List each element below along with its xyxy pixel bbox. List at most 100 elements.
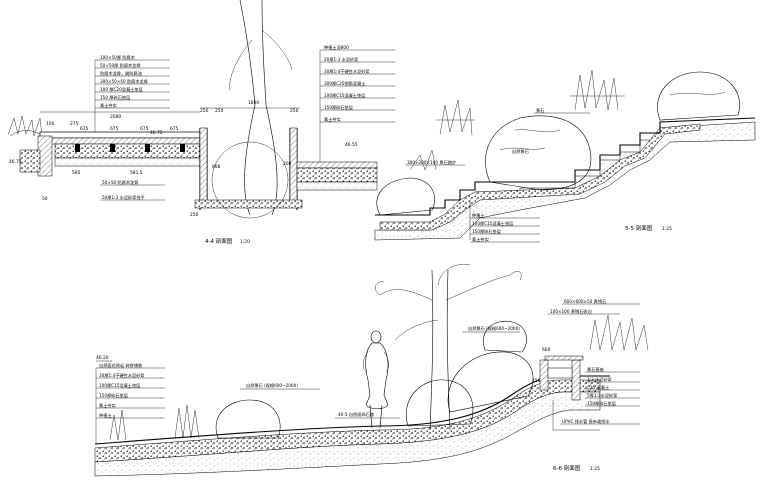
dim-right-0: 600: [542, 347, 551, 353]
wall-6-6-right: [571, 359, 581, 401]
svg-text:300厚C25钢筋混凝土: 300厚C25钢筋混凝土: [324, 80, 365, 87]
deck-boards: [39, 131, 201, 139]
section-5-5: 自然景石 景石 300×200×100 景石踏步 种植土 100厚C15混凝土垫…: [374, 69, 756, 243]
dim-bottom-0: 595: [72, 170, 81, 176]
callouts-right-4-4: 种植土深800 20厚1:3 水泥砂浆 30厚1:4干硬性水泥砂浆 300厚C2…: [319, 44, 395, 162]
dim-top-2: 2080: [110, 114, 121, 120]
svg-text:100厚C15混凝土垫层: 100厚C15混凝土垫层: [99, 382, 140, 389]
dim-mid-1: 675: [110, 126, 119, 132]
svg-text:防腐木龙骨，刷防腐油: 防腐木龙骨，刷防腐油: [100, 70, 142, 77]
dim-top-1: 275: [70, 121, 79, 127]
section-6-6-scale: 1:25: [590, 466, 600, 472]
shrub-left: [7, 115, 45, 137]
svg-text:种植土深800: 种植土深800: [324, 44, 349, 51]
paving-right: [296, 161, 378, 169]
elev-1: 46.75: [150, 130, 163, 136]
grasses-6-6: [109, 314, 649, 441]
svg-text:1:3 水泥砂浆: 1:3 水泥砂浆: [587, 376, 613, 383]
dim-bottom-1: 581.5: [130, 170, 143, 176]
svg-text:5厚1:3水泥砂浆: 5厚1:3水泥砂浆: [587, 392, 618, 399]
boulder-right: [657, 71, 740, 121]
stone-label-5-5: 自然景石: [512, 148, 529, 155]
tree-trunk: [239, 0, 278, 216]
stair-profile: [375, 117, 756, 216]
stone-label-6-6-2: 自然景石 (规格600~2000): [468, 325, 520, 332]
callouts-left-4-4: 100×50厚 防腐木 50×50厚 防腐木龙骨 防腐木龙骨，刷防腐油 300×…: [94, 54, 170, 132]
deck-joists: [39, 137, 201, 145]
dim-top-0: 100: [46, 121, 55, 127]
boulder-left: [376, 177, 436, 216]
dim-side-1: 200: [283, 161, 292, 167]
svg-text:100×50厚 防腐木: 100×50厚 防腐木: [100, 54, 136, 61]
svg-text:自然面花岗岩 碎拼铺装: 自然面花岗岩 碎拼铺装: [99, 362, 143, 369]
ground-line-6-6: [94, 375, 610, 445]
svg-text:150厚碎石垫层: 150厚碎石垫层: [472, 228, 501, 235]
dim-bottom-2: 50: [42, 196, 48, 202]
callouts-5-5: 景石 300×200×100 景石踏步 种植土 100厚C15混凝土垫层 150…: [405, 108, 590, 243]
svg-text:30厚1:4干硬性水泥砂浆: 30厚1:4干硬性水泥砂浆: [99, 372, 145, 379]
svg-text:100 厚C20混凝土垫层: 100 厚C20混凝土垫层: [100, 86, 143, 93]
root-ball: [211, 141, 289, 219]
boulder-large: [485, 115, 592, 191]
dim-top-4: 250: [215, 108, 224, 114]
section-4-4-scale: 1:20: [240, 239, 250, 245]
callouts-bottom-4-4: 50×50 防腐木龙骨 50厚1:3 水泥砂浆找平: [100, 179, 165, 201]
boulder-6-6-right: [447, 351, 534, 413]
svg-text:150厚碎石垫层: 150厚碎石垫层: [324, 104, 353, 111]
dim-mid-0: 675: [80, 126, 89, 132]
elev-0: 46.75: [9, 159, 22, 165]
dim-top-5: 1800: [248, 100, 259, 106]
svg-text:30厚1:4干硬性水泥砂浆: 30厚1:4干硬性水泥砂浆: [324, 68, 370, 75]
svg-text:100×100 黄锈石收边: 100×100 黄锈石收边: [550, 308, 593, 315]
svg-text:100厚C15混凝土垫层: 100厚C15混凝土垫层: [472, 220, 513, 227]
shrubs-5-5: [409, 69, 625, 171]
svg-text:20厚1:3 水泥砂浆: 20厚1:3 水泥砂浆: [324, 56, 359, 63]
elev-6-6: 46.20: [96, 355, 109, 361]
svg-text:种植土: 种植土: [99, 412, 112, 419]
callouts-left-6-6: 46.20 自然面花岗岩 碎拼铺装 30厚1:4干硬性水泥砂浆 100厚C15混…: [95, 355, 165, 444]
person-figure: [363, 330, 389, 429]
section-4-4: 100 275 2080 250 250 1800 250 675 675 67…: [7, 0, 395, 245]
svg-text:150 厚碎石垫层: 150 厚碎石垫层: [100, 94, 130, 101]
drain-pipe: [552, 400, 600, 431]
dim-mid-2: 675: [140, 126, 149, 132]
svg-text:UPVC 排水管 接市政排水: UPVC 排水管 接市政排水: [562, 418, 610, 425]
svg-text:素土夯实: 素土夯实: [324, 116, 341, 123]
boulder-6-6-mid: [406, 379, 474, 427]
deck-subgrade: [54, 157, 201, 167]
stair-gravel: [379, 123, 701, 231]
svg-text:素土夯实: 素土夯实: [99, 402, 116, 409]
svg-text:150厚碎石垫层: 150厚碎石垫层: [587, 400, 616, 407]
wall-6-6-left: [539, 359, 549, 391]
svg-text:50×50厚 防腐木龙骨: 50×50厚 防腐木龙骨: [100, 62, 141, 69]
svg-text:50厚1:3 水泥砂浆找平: 50厚1:3 水泥砂浆找平: [102, 194, 145, 201]
section-5-5-title: 5-5 剖面图: [625, 224, 653, 232]
elev-2: 46.55: [345, 142, 358, 148]
path-subgrade-6-6: [94, 391, 601, 477]
svg-text:素土夯实: 素土夯实: [100, 102, 117, 109]
svg-text:300×200×100 景石踏步: 300×200×100 景石踏步: [407, 159, 456, 166]
callouts-right-6-6: 600×600×50 黄锈石 100×100 黄锈石收边 景石基座 1:3 水泥…: [548, 298, 640, 425]
section-4-4-title: 4-4 剖面图: [205, 237, 233, 245]
dim-mid-3: 675: [170, 126, 179, 132]
stone-label-6-6-1: 自然景石 (规格600~2000): [246, 382, 298, 389]
dim-side-0: 808: [212, 164, 221, 170]
svg-text:C25 混凝土: C25 混凝土: [587, 384, 609, 391]
section-6-6: 自然景石 (规格600~2000) 自然景石 (规格600~2000) 40-5…: [94, 264, 649, 477]
dim-right-1: 150: [532, 378, 541, 384]
svg-text:景石基座: 景石基座: [587, 366, 604, 373]
svg-text:50×50 防腐木龙骨: 50×50 防腐木龙骨: [102, 179, 138, 186]
svg-text:150厚碎石垫层: 150厚碎石垫层: [99, 392, 128, 399]
svg-text:景石: 景石: [536, 108, 544, 114]
dim-top-6: 250: [290, 108, 299, 114]
tree-6-6: [375, 264, 522, 431]
section-6-6-title: 6-6 剖面图: [553, 464, 581, 472]
svg-text:300×50×50 防腐木龙骨: 300×50×50 防腐木龙骨: [100, 78, 148, 85]
section-5-5-scale: 1:25: [662, 226, 672, 232]
path-label-6-6: 40-5 自然面碎石路: [338, 411, 375, 418]
dim-top-3: 250: [200, 108, 209, 114]
svg-text:100厚C15混凝土垫层: 100厚C15混凝土垫层: [324, 92, 365, 99]
dim-bottom-3: 250: [190, 212, 199, 218]
deck-posts: [75, 144, 185, 152]
